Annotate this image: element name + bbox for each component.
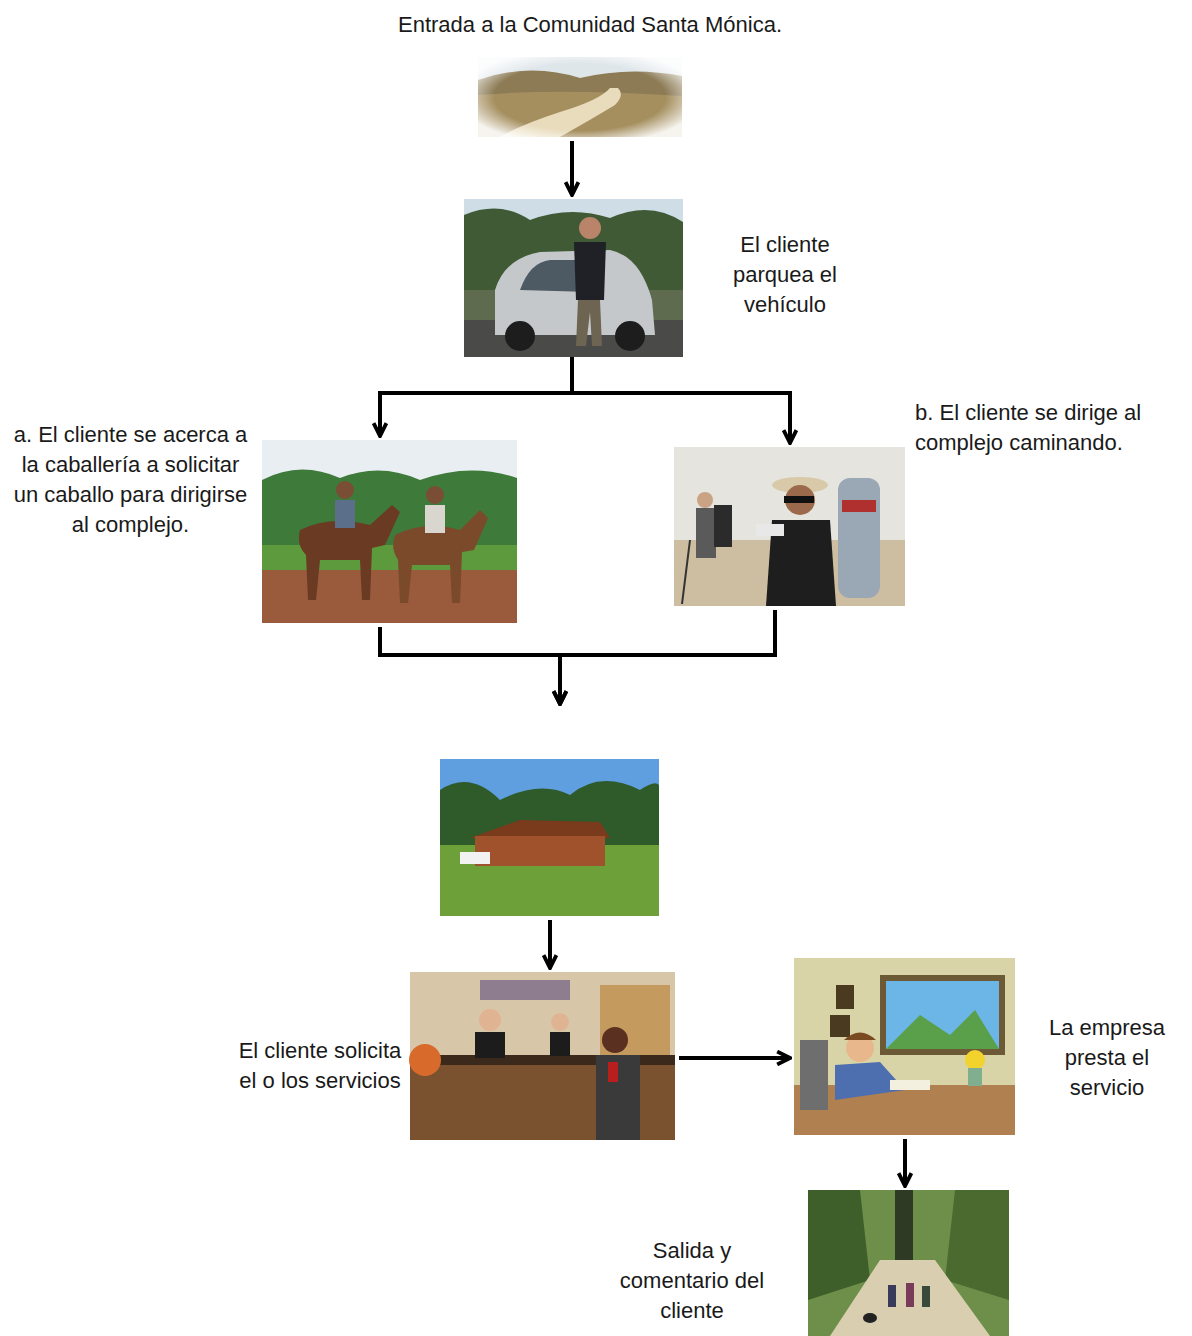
vase: [968, 1068, 982, 1086]
photo-frame: Salida y comentario del cliente: [808, 1190, 1009, 1336]
photo-frame: El cliente solicita el o los servicios: [410, 972, 675, 1140]
car-photo: [464, 199, 683, 357]
hiker-head: [785, 485, 815, 515]
desk-drawing: [794, 958, 1015, 1135]
person-body: [574, 242, 606, 300]
frame: [830, 1015, 850, 1037]
step-caption: Salida y comentario del cliente: [598, 1236, 786, 1326]
chair: [800, 1040, 828, 1110]
hikers-photo: [674, 447, 905, 606]
rider-body: [425, 505, 445, 533]
dirt: [262, 570, 517, 623]
trunk: [895, 1190, 913, 1260]
wall: [794, 958, 1015, 1135]
sign: [480, 980, 570, 1000]
photo-frame: a. El cliente se acerca a la caballería …: [262, 440, 517, 623]
step-caption: b. El cliente se dirige al complejo cami…: [915, 398, 1177, 458]
frame: [836, 985, 854, 1009]
rider-head: [426, 486, 444, 504]
walker: [888, 1285, 896, 1307]
person-legs: [576, 300, 602, 346]
trekking-pole: [682, 540, 690, 604]
reception-photo: [409, 972, 675, 1140]
sky: [464, 199, 683, 357]
step-caption: El cliente parquea el vehículo: [705, 230, 865, 320]
railing: [460, 852, 490, 864]
wheel: [615, 321, 645, 351]
flow-arrow: [570, 141, 574, 195]
walker: [922, 1286, 930, 1307]
photo-frame: El cliente parquea el vehículo: [464, 199, 683, 357]
flow-arrow: [548, 920, 552, 968]
photo-frame: Entrada a la Comunidad Santa Mónica.: [478, 57, 682, 137]
trees: [945, 1190, 1009, 1300]
rider-body: [335, 500, 355, 528]
photo-frame: [440, 759, 659, 916]
flow-arrow: [380, 357, 572, 436]
trees: [808, 1190, 870, 1300]
flower: [965, 1050, 985, 1070]
paper: [890, 1080, 930, 1090]
step-caption: La empresa presta el servicio: [1028, 1013, 1186, 1103]
window-frame: [880, 975, 1005, 1055]
flow-arrow: [903, 1139, 907, 1186]
scarf: [608, 1062, 618, 1082]
dog: [863, 1313, 877, 1323]
hiker-body: [696, 508, 716, 558]
dirt-path: [830, 1260, 990, 1336]
cabin-photo: [440, 759, 659, 916]
cabin-roof: [470, 820, 610, 838]
horses-photo: [262, 440, 517, 623]
path-photo: [808, 1190, 1009, 1336]
sunglasses: [784, 496, 814, 503]
clerk-body: [550, 1032, 570, 1056]
flow-arrow: [572, 357, 790, 443]
step-caption: Entrada a la Comunidad Santa Mónica.: [270, 10, 910, 40]
window-sky: [886, 981, 999, 1049]
clerk-head: [551, 1013, 569, 1031]
soft-edge: [478, 57, 682, 137]
step-caption: El cliente solicita el o los servicios: [236, 1036, 404, 1096]
window-hills: [886, 1010, 999, 1049]
forest: [808, 1190, 1009, 1336]
flow-arrow: [380, 627, 560, 704]
toy-car: [756, 524, 784, 536]
clerk-body: [475, 1032, 505, 1058]
road-photo: [478, 57, 682, 137]
wall: [410, 972, 675, 1140]
man-hair: [844, 1033, 876, 1041]
sky: [262, 440, 517, 623]
wheel: [505, 321, 535, 351]
flow-arrow: [560, 610, 775, 704]
cabin-wall: [475, 836, 605, 866]
sky: [478, 57, 682, 137]
flow-arrow: [679, 1056, 790, 1060]
photo-frame: b. El cliente se dirige al complejo cami…: [674, 447, 905, 606]
clerk-head: [479, 1009, 501, 1031]
backpack: [714, 505, 732, 547]
sky: [674, 447, 905, 606]
guest-body: [596, 1055, 640, 1140]
flowers: [409, 1044, 441, 1076]
sky: [440, 759, 659, 916]
walker: [906, 1283, 914, 1307]
backpack-strap: [842, 500, 876, 512]
photo-frame: La empresa presta el servicio: [794, 958, 1015, 1135]
rider-head: [336, 481, 354, 499]
guest-head: [602, 1027, 628, 1053]
step-caption: a. El cliente se acerca a la caballería …: [8, 420, 253, 541]
hiker-head: [697, 492, 713, 508]
backpack: [838, 478, 880, 598]
person-head: [579, 217, 601, 239]
